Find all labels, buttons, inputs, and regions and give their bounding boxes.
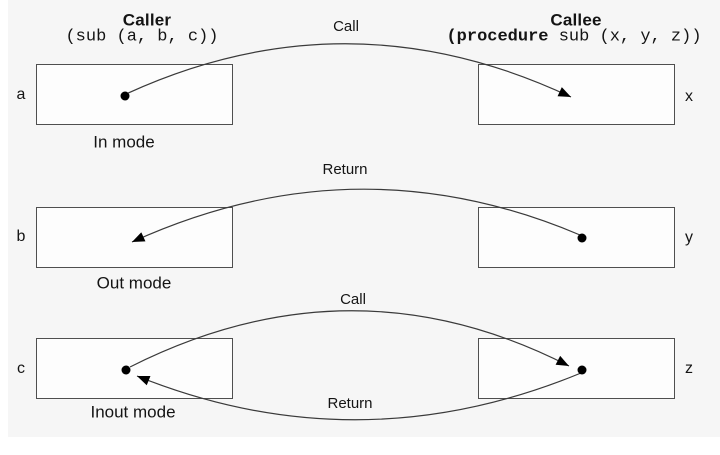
callee-signature-keyword: (procedure xyxy=(446,27,549,47)
callee-signature-rest: sub (x, y, z)) xyxy=(548,27,702,47)
caller-signature: (sub (a, b, c)) xyxy=(65,27,219,47)
inout-mode-return-label: Return xyxy=(327,394,373,412)
caller-var-label-b: b xyxy=(16,228,26,246)
in-mode-label: In mode xyxy=(93,132,155,152)
in-mode-call-label: Call xyxy=(333,17,359,35)
caller-var-label-c: c xyxy=(17,360,25,378)
out-mode-return-label: Return xyxy=(322,160,368,178)
caller-var-box-b xyxy=(36,207,233,268)
callee-var-box-x xyxy=(478,64,675,125)
caller-title: Caller xyxy=(122,10,172,30)
callee-title: Callee xyxy=(550,10,602,30)
callee-var-box-y xyxy=(478,207,675,268)
callee-var-label-y: y xyxy=(685,229,693,247)
inout-mode-call-label: Call xyxy=(340,290,366,308)
callee-var-label-z: z xyxy=(685,360,693,378)
callee-var-box-z xyxy=(478,338,675,399)
caller-var-box-c xyxy=(36,338,233,399)
callee-signature: (procedure sub (x, y, z)) xyxy=(446,27,702,48)
callee-var-label-x: x xyxy=(685,88,693,106)
out-mode-label: Out mode xyxy=(96,273,172,293)
caller-var-box-a xyxy=(36,64,233,125)
inout-mode-label: Inout mode xyxy=(90,402,176,422)
caller-var-label-a: a xyxy=(16,86,26,104)
